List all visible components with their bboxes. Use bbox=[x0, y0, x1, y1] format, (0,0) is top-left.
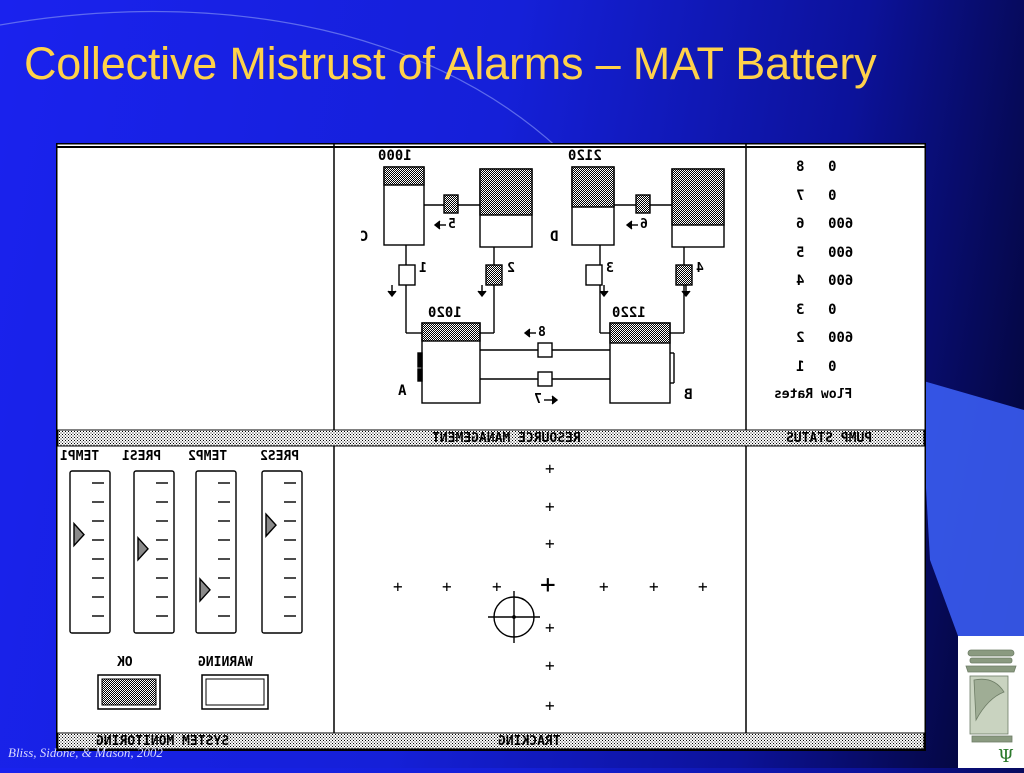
gauge-label-temp1: TEMP1 bbox=[60, 449, 100, 464]
tracking-plus-mark: + bbox=[599, 577, 609, 596]
mat-battery-display: 1000 2120 1020 1220 C D A B 1 2 3 4 5 6 … bbox=[55, 142, 927, 752]
flow-rate-value: 600 bbox=[828, 273, 854, 289]
pump-6 bbox=[635, 194, 651, 214]
gauge-pointer bbox=[137, 536, 149, 562]
pump-3 bbox=[585, 264, 603, 286]
flow-rate-pump: 4 bbox=[796, 273, 805, 289]
logo-emblem-icon: Ψ bbox=[958, 636, 1024, 768]
warning-label: WARNING bbox=[198, 655, 253, 670]
flow-rates-title: Flow Rates bbox=[774, 387, 853, 402]
tracking-plus-mark: + bbox=[492, 577, 502, 596]
flow-rate-value: 0 bbox=[828, 187, 837, 204]
flow-rate-pump: 8 bbox=[796, 159, 805, 175]
tracking-reticle bbox=[488, 591, 540, 643]
tank-b-value: 1220 bbox=[612, 305, 646, 321]
tracking-plus-mark: + bbox=[545, 696, 555, 715]
institution-logo: Ψ bbox=[958, 636, 1024, 768]
tracking-plus-mark: + bbox=[698, 577, 708, 596]
flow-rate-value: 600 bbox=[828, 330, 854, 346]
gauge-label-pres2: PRES2 bbox=[260, 449, 300, 464]
flow-rate-value: 600 bbox=[828, 244, 854, 261]
svg-text:Ψ: Ψ bbox=[998, 746, 1014, 767]
pump-2 bbox=[485, 264, 503, 286]
tank-c-label: C bbox=[360, 229, 369, 245]
tracking-plus-mark: + bbox=[540, 570, 556, 600]
slide-title: Collective Mistrust of Alarms – MAT Batt… bbox=[24, 38, 877, 89]
tank-b-label: B bbox=[684, 387, 693, 403]
tracking-plus-mark: + bbox=[545, 534, 555, 553]
tank-d-value: 2120 bbox=[568, 148, 602, 164]
tracking-plus-mark: + bbox=[442, 577, 452, 596]
gauge-pres2 bbox=[261, 470, 303, 634]
tracking-plus-mark: + bbox=[545, 497, 555, 516]
gauge-label-pres1: PRES1 bbox=[122, 449, 162, 464]
tank-a-fluid bbox=[421, 322, 481, 342]
bottom-title-strip bbox=[57, 732, 925, 750]
pump-6-label: 6 bbox=[640, 217, 648, 232]
tracking-plus-mark: + bbox=[545, 618, 555, 637]
mat-battery-screen bbox=[55, 142, 927, 752]
tracking-plus-mark: + bbox=[393, 577, 403, 596]
gauge-label-temp2: TEMP2 bbox=[188, 449, 228, 464]
system-monitoring-gauges bbox=[69, 470, 303, 634]
gauge-pointer bbox=[265, 512, 277, 538]
pump-2-label: 2 bbox=[507, 261, 515, 276]
flow-rate-pump: 5 bbox=[796, 244, 805, 261]
tank-b-fluid bbox=[609, 322, 671, 344]
flow-rate-pump: 2 bbox=[796, 330, 805, 346]
pump-7-label: 7 bbox=[534, 392, 542, 407]
resource-management-diagram bbox=[383, 166, 725, 405]
pump-4 bbox=[675, 264, 693, 286]
tracking-plus-mark: + bbox=[545, 656, 555, 675]
tank-d-fluid bbox=[571, 166, 615, 208]
tank-a-label: A bbox=[398, 383, 407, 399]
ok-light[interactable] bbox=[101, 678, 157, 706]
tank-c-fluid bbox=[383, 166, 425, 186]
flow-rate-value: 600 bbox=[828, 216, 854, 232]
flow-rate-value: 0 bbox=[828, 301, 837, 318]
flow-rate-value: 0 bbox=[828, 159, 837, 175]
tracking-title: TRACKING bbox=[498, 734, 561, 749]
pump-5-label: 5 bbox=[448, 217, 456, 232]
pump-status-title: PUMP STATUS bbox=[786, 431, 873, 446]
gauge-temp2 bbox=[195, 470, 237, 634]
source-credit: Bliss, Sidone, & Mason, 2002 bbox=[8, 745, 163, 760]
flow-rate-value: 0 bbox=[828, 358, 837, 375]
pump-1 bbox=[398, 264, 416, 286]
pump-1-label: 1 bbox=[419, 261, 427, 276]
pump-3-label: 3 bbox=[606, 261, 614, 276]
gauge-temp1 bbox=[69, 470, 111, 634]
flow-rate-pump: 1 bbox=[796, 358, 805, 375]
middle-title-strip bbox=[57, 429, 925, 447]
ok-label: OK bbox=[117, 655, 133, 670]
flow-rate-pump: 7 bbox=[796, 187, 805, 204]
tank-a-value: 1020 bbox=[428, 305, 462, 321]
tracking-plus-mark: + bbox=[649, 577, 659, 596]
tank-c-value: 1000 bbox=[378, 148, 412, 164]
gauge-pres1 bbox=[133, 470, 175, 634]
pump-7 bbox=[537, 371, 553, 387]
flow-rate-pump: 6 bbox=[796, 216, 805, 232]
flow-rate-pump: 3 bbox=[796, 301, 805, 318]
gauge-pointer bbox=[199, 577, 211, 603]
pump-8-label: 8 bbox=[538, 325, 546, 340]
tank-d-label: D bbox=[550, 229, 559, 245]
resource-management-title: RESOURCE MANAGEMENT bbox=[432, 431, 581, 446]
pump-8 bbox=[537, 342, 553, 358]
pump-5 bbox=[443, 194, 459, 214]
pump-4-label: 4 bbox=[696, 261, 704, 276]
warning-light[interactable] bbox=[205, 678, 265, 706]
tracking-plus-mark: + bbox=[545, 459, 555, 478]
gauge-pointer bbox=[73, 521, 85, 548]
